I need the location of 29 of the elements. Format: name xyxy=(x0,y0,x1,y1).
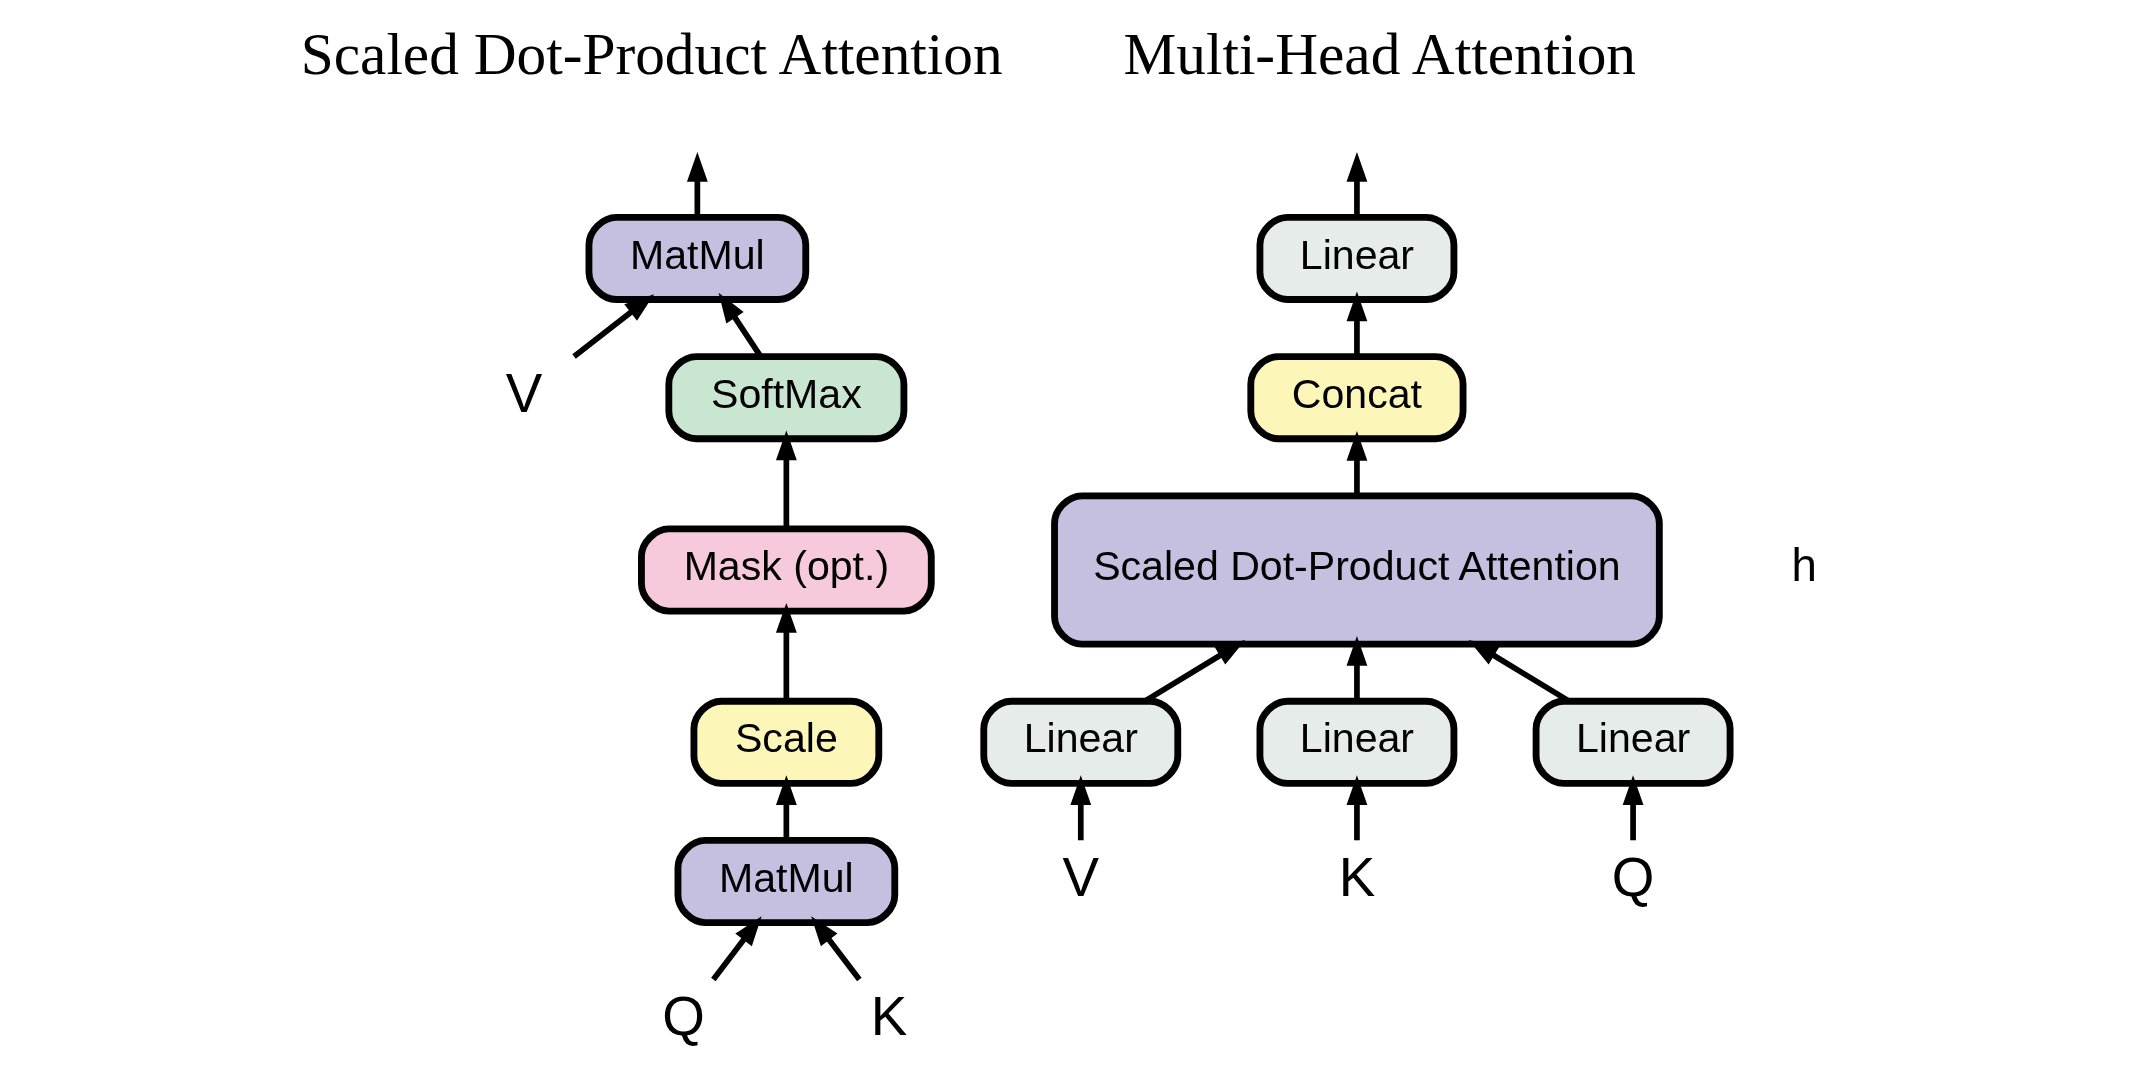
node-box: Mask (opt.) xyxy=(638,525,935,615)
arrow xyxy=(1622,775,1644,841)
node-box: Concat xyxy=(1247,353,1467,443)
node-box: Linear xyxy=(980,697,1182,787)
node-box: MatMul xyxy=(585,213,810,303)
arrow xyxy=(775,430,797,529)
node-box: Linear xyxy=(1532,697,1734,787)
node-box: Scaled Dot-Product Attention xyxy=(1051,492,1663,648)
node-box: Linear xyxy=(1256,697,1458,787)
node-box: MatMul xyxy=(674,837,899,927)
arrow xyxy=(1346,291,1368,357)
arrow xyxy=(1346,775,1368,841)
node-box: Scale xyxy=(690,697,883,787)
label: h xyxy=(1791,540,1817,592)
node-text: Q xyxy=(1611,845,1655,908)
arrow xyxy=(1070,775,1092,841)
arrow xyxy=(811,916,862,982)
arrow xyxy=(711,916,762,982)
node-box: Linear xyxy=(1256,213,1458,303)
arrow xyxy=(1346,431,1368,496)
node-text: V xyxy=(505,361,543,424)
arrow xyxy=(572,294,655,359)
label: Scaled Dot-Product Attention xyxy=(300,20,1003,87)
label: Multi-Head Attention xyxy=(1123,20,1636,87)
node-text: K xyxy=(870,984,908,1047)
node-text: V xyxy=(1062,845,1100,908)
node-text: Q xyxy=(662,984,705,1047)
node-text: K xyxy=(1338,845,1376,908)
node-box: SoftMax xyxy=(665,353,908,443)
